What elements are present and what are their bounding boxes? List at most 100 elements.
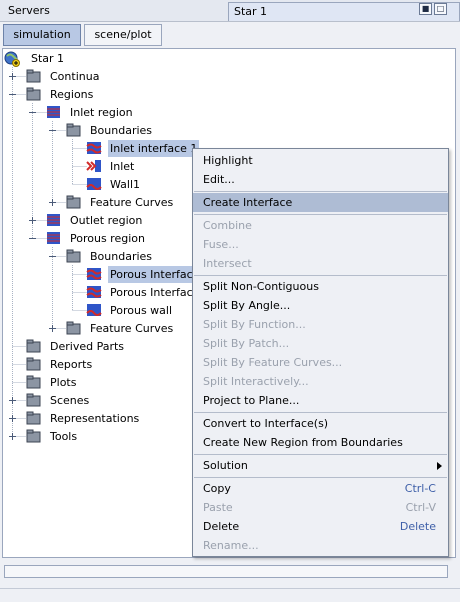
- menu-item-copy[interactable]: Copy Ctrl-C: [193, 479, 448, 498]
- menu-item-edit[interactable]: Edit...: [203, 173, 235, 186]
- menu-separator: [194, 454, 447, 455]
- tree-label: Wall1: [110, 178, 141, 191]
- folder-icon: [26, 87, 42, 101]
- tree-label: Tools: [50, 430, 78, 443]
- wall-boundary-icon: [86, 303, 102, 317]
- menu-item-split-by-feature-curves[interactable]: Split By Feature Curves...: [203, 356, 343, 369]
- folder-icon: [26, 339, 42, 353]
- tree-label: Inlet region: [70, 106, 133, 119]
- tree-label: Representations: [50, 412, 140, 425]
- menu-item-create-new-region[interactable]: Create New Region from Boundaries: [203, 436, 403, 449]
- folder-icon: [26, 393, 42, 407]
- collapse-icon[interactable]: [8, 90, 17, 99]
- submenu-arrow-icon: [437, 462, 442, 470]
- menu-item-intersect[interactable]: Intersect: [203, 257, 252, 270]
- interface-boundary-icon: [86, 141, 102, 155]
- context-menu: Highlight Edit... Create Interface Combi…: [192, 148, 449, 557]
- region-icon: [46, 231, 62, 245]
- tree-label: Inlet: [110, 160, 135, 173]
- menu-item-label: Solution: [203, 459, 248, 472]
- tree-label: Plots: [50, 376, 77, 389]
- tree-label: Outlet region: [70, 214, 143, 227]
- menu-item-split-by-angle[interactable]: Split By Angle...: [203, 299, 291, 312]
- tree-label: Porous wall: [110, 304, 173, 317]
- menu-item-label: Delete: [203, 520, 240, 533]
- folder-icon: [66, 321, 82, 335]
- menu-item-split-by-function[interactable]: Split By Function...: [203, 318, 306, 331]
- tab-simulation[interactable]: simulation: [3, 24, 81, 46]
- menu-item-paste[interactable]: Paste Ctrl-V: [193, 498, 448, 517]
- expand-icon[interactable]: [48, 198, 57, 207]
- tab-scene-plot[interactable]: scene/plot: [84, 24, 162, 46]
- restore-icon[interactable]: ■: [419, 3, 432, 15]
- collapse-icon[interactable]: [28, 108, 37, 117]
- menu-item-split-interactively[interactable]: Split Interactively...: [203, 375, 309, 388]
- folder-icon: [26, 411, 42, 425]
- folder-icon: [66, 123, 82, 137]
- menu-separator: [194, 275, 447, 276]
- menu-item-convert-to-interfaces[interactable]: Convert to Interface(s): [203, 417, 329, 430]
- tree-label: Boundaries: [90, 124, 153, 137]
- region-icon: [46, 213, 62, 227]
- tree-label: Derived Parts: [50, 340, 125, 353]
- menu-separator: [194, 191, 447, 192]
- menu-item-split-non-contiguous[interactable]: Split Non-Contiguous: [203, 280, 319, 293]
- menu-shortcut: Ctrl-V: [405, 501, 436, 514]
- bottom-divider: [0, 588, 460, 589]
- menu-item-split-by-patch[interactable]: Split By Patch...: [203, 337, 290, 350]
- horizontal-scrollbar[interactable]: [4, 565, 448, 578]
- simulation-globe-icon: [4, 51, 20, 67]
- inlet-boundary-icon: [86, 159, 102, 173]
- title-bar: Servers Star 1 ■ □: [0, 0, 460, 22]
- collapse-icon[interactable]: [48, 252, 57, 261]
- menu-item-combine[interactable]: Combine: [203, 219, 252, 232]
- region-icon: [46, 105, 62, 119]
- folder-icon: [26, 357, 42, 371]
- tree-label: Inlet interface 1: [108, 140, 200, 157]
- menu-item-highlight[interactable]: Highlight: [203, 154, 253, 167]
- tree-label: Regions: [50, 88, 94, 101]
- tree-label: Feature Curves: [90, 322, 174, 335]
- expand-icon[interactable]: [8, 396, 17, 405]
- folder-icon: [26, 69, 42, 83]
- folder-icon: [66, 195, 82, 209]
- tab-star-1[interactable]: Star 1: [228, 2, 460, 21]
- view-tabs: simulation scene/plot: [0, 22, 460, 47]
- menu-item-create-interface[interactable]: Create Interface: [193, 193, 448, 212]
- collapse-icon[interactable]: [48, 126, 57, 135]
- menu-shortcut: Ctrl-C: [404, 482, 436, 495]
- tree-label: Star 1: [31, 52, 65, 65]
- tree-label: Porous Interfac: [110, 286, 193, 299]
- expand-icon[interactable]: [28, 216, 37, 225]
- menu-item-fuse[interactable]: Fuse...: [203, 238, 239, 251]
- menu-item-delete[interactable]: Delete Delete: [193, 517, 448, 536]
- interface-boundary-icon: [86, 267, 102, 281]
- menu-separator: [194, 214, 447, 215]
- menu-item-label: Copy: [203, 482, 231, 495]
- menu-item-solution[interactable]: Solution: [193, 456, 448, 475]
- tree-label: Scenes: [50, 394, 90, 407]
- tree-label: Continua: [50, 70, 100, 83]
- menu-item-project-to-plane[interactable]: Project to Plane...: [203, 394, 300, 407]
- tree-label: Feature Curves: [90, 196, 174, 209]
- maximize-icon[interactable]: □: [434, 3, 447, 15]
- folder-icon: [66, 249, 82, 263]
- expand-icon[interactable]: [8, 72, 17, 81]
- menu-shortcut: Delete: [399, 520, 436, 533]
- menu-item-rename[interactable]: Rename...: [203, 539, 259, 552]
- tree-label: Boundaries: [90, 250, 153, 263]
- expand-icon[interactable]: [8, 432, 17, 441]
- tree-label: Reports: [50, 358, 93, 371]
- wall-boundary-icon: [86, 177, 102, 191]
- tree-label: Porous region: [70, 232, 145, 245]
- tab-servers[interactable]: Servers: [8, 4, 50, 17]
- menu-separator: [194, 477, 447, 478]
- expand-icon[interactable]: [48, 324, 57, 333]
- folder-icon: [26, 375, 42, 389]
- expand-icon[interactable]: [8, 414, 17, 423]
- menu-separator: [194, 412, 447, 413]
- collapse-icon[interactable]: [28, 234, 37, 243]
- tree-label: Porous Interfac: [108, 266, 195, 283]
- interface-boundary-icon: [86, 285, 102, 299]
- folder-icon: [26, 429, 42, 443]
